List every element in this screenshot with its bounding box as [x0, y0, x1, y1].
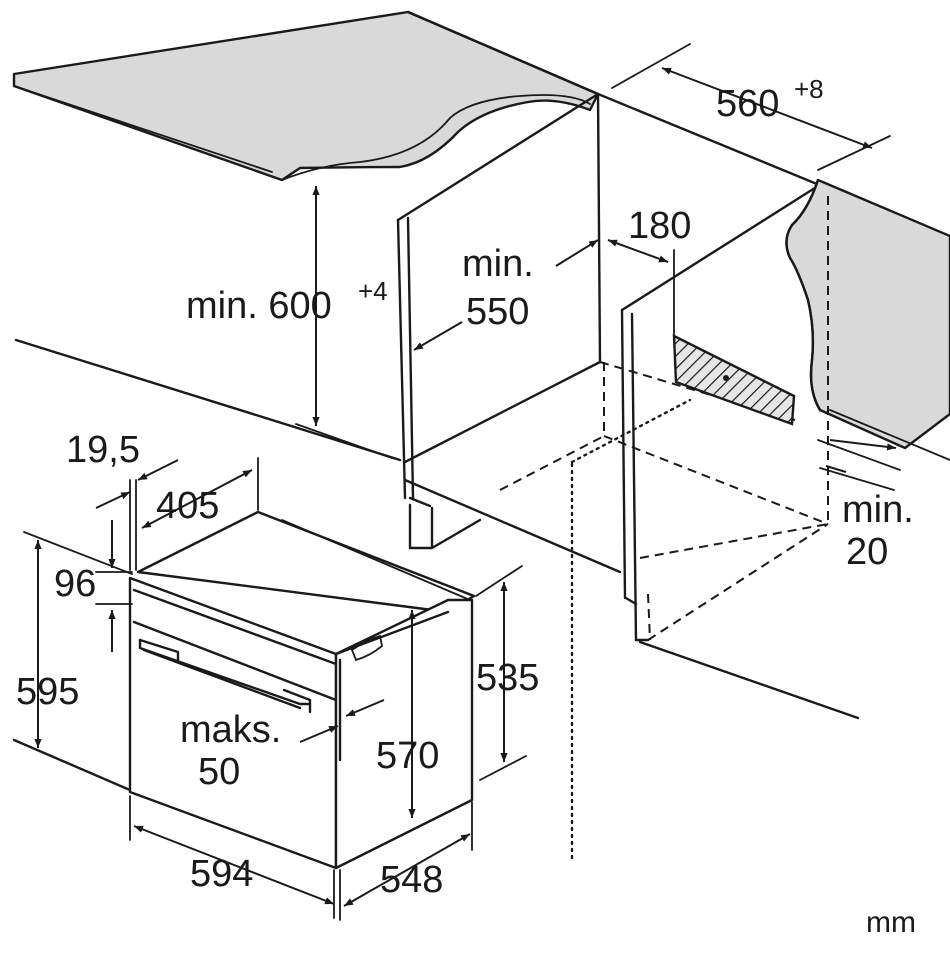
- label-cabinet-width: 560: [716, 83, 779, 125]
- label-panel-height: 96: [54, 563, 96, 605]
- label-side-height: 535: [476, 657, 539, 699]
- label-body-height: 570: [376, 735, 439, 777]
- label-unit: mm: [866, 906, 916, 939]
- oven: [128, 510, 476, 870]
- dimension-lines: [23, 43, 901, 921]
- label-niche-height-tolerance: +4: [358, 276, 388, 306]
- label-handle-projection-line2: 50: [198, 751, 240, 793]
- ventilation-grille: [672, 334, 796, 426]
- label-oven-height: 595: [16, 671, 79, 713]
- label-handle-projection-line1: maks.: [180, 709, 281, 751]
- label-cabinet-width-tolerance: +8: [794, 74, 824, 104]
- label-oven-depth: 548: [380, 859, 443, 901]
- label-trim-depth: 405: [156, 485, 219, 527]
- label-plinth-gap-line2: 20: [846, 531, 888, 573]
- reference-lines: [12, 338, 402, 792]
- worktop: [12, 10, 600, 182]
- label-front-panel-thickness: 19,5: [66, 429, 140, 471]
- label-vent-offset: 180: [628, 205, 691, 247]
- label-plinth-gap-line1: min.: [842, 489, 914, 531]
- label-cabinet-depth-line1: min.: [462, 243, 534, 285]
- cabinet-niche: [396, 10, 950, 860]
- dimension-labels: 560 +8 min. 600 +4 min. 550 180 min. 20 …: [16, 74, 916, 939]
- label-oven-width: 594: [190, 853, 253, 895]
- label-cabinet-depth-line2: 550: [466, 291, 529, 333]
- label-niche-height: min. 600: [186, 285, 332, 327]
